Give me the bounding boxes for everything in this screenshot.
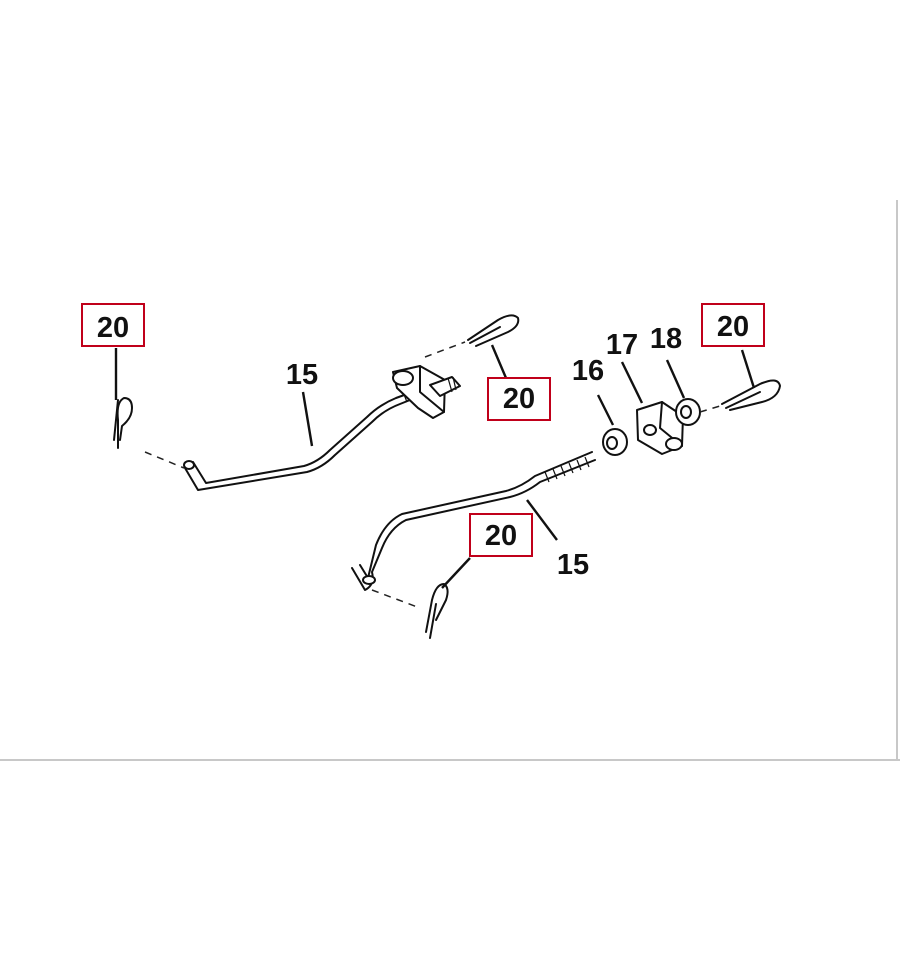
leader-lines	[114, 344, 756, 589]
upper-rod-15	[183, 389, 416, 491]
callout-rod-lower: 15	[557, 549, 589, 581]
dash-clip-upper-mid	[424, 341, 466, 358]
svg-text:20: 20	[503, 383, 535, 415]
lower-rod-15	[351, 451, 596, 591]
dash-clip-upper-left	[144, 451, 185, 469]
svg-text:20: 20	[717, 311, 749, 343]
callout-clip-top-left: 20	[81, 303, 145, 347]
nut-18	[675, 398, 701, 426]
block-17	[636, 401, 684, 455]
nut-16	[602, 428, 628, 456]
lower-rod-thread	[544, 456, 590, 483]
callout-nut-18: 18	[650, 323, 682, 355]
dash-clip-lower	[371, 589, 421, 609]
callout-rod-upper: 15	[286, 359, 318, 391]
dash-clip-upper-right	[699, 405, 721, 413]
clip-upper-right	[721, 379, 781, 411]
callout-clip-mid: 20	[487, 377, 551, 421]
svg-text:20: 20	[485, 520, 517, 552]
callout-nut-16: 16	[572, 355, 604, 387]
clip-lower	[425, 583, 449, 639]
callout-block-17: 17	[606, 329, 638, 361]
callout-clip-top-right: 20	[701, 303, 765, 347]
diagram-frame	[0, 200, 900, 761]
clip-upper-left	[113, 397, 133, 449]
svg-text:20: 20	[97, 312, 129, 344]
upper-nut-block	[392, 365, 461, 419]
callout-clip-lower: 20	[469, 513, 533, 557]
clip-upper-mid	[467, 314, 520, 347]
